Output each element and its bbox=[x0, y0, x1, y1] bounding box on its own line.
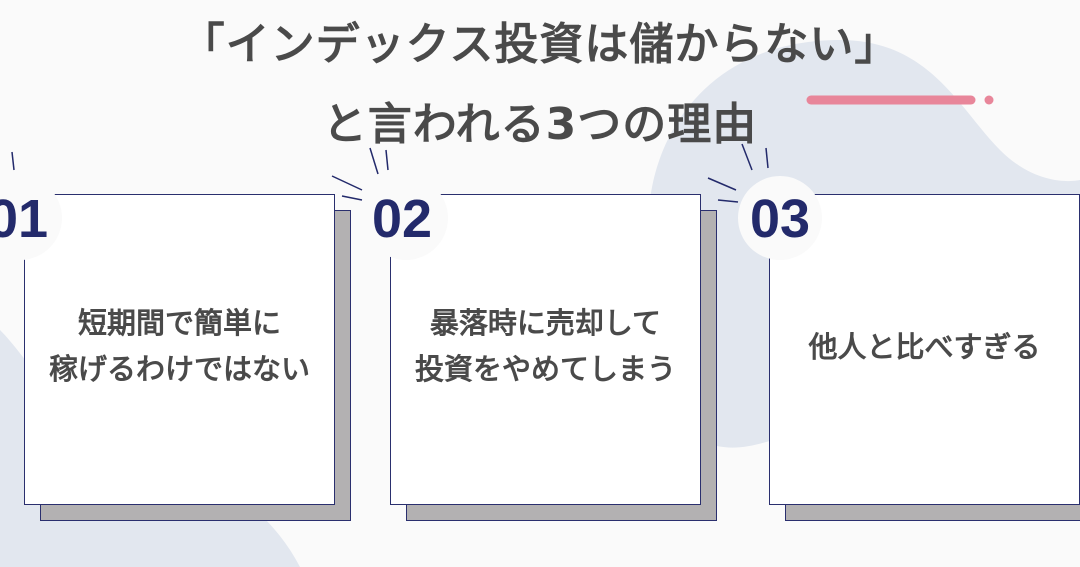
reason-card-2-line-2: 投資をやめてしまう bbox=[414, 352, 676, 386]
reason-card-1-text: 短期間で簡単に 稼げるわけではない bbox=[24, 300, 335, 392]
reason-card-3 bbox=[769, 194, 1080, 505]
burst-lines-1-icon bbox=[11, 151, 15, 171]
reason-card-3-text: 他人と比べすぎる bbox=[769, 324, 1080, 370]
reason-number-1: 01 bbox=[0, 189, 49, 249]
reason-card-1-line-2: 稼げるわけではない bbox=[48, 352, 310, 386]
reason-card-3-line-1: 他人と比べすぎる bbox=[808, 330, 1041, 364]
reason-badge-3 bbox=[738, 176, 822, 260]
burst-lines-2-icon bbox=[331, 147, 389, 201]
page-title-line-1: 「インデックス投資は儲からない」 bbox=[180, 19, 900, 70]
reason-card-2-line-1: 暴落時に売却して bbox=[429, 306, 662, 340]
reason-card-2-text: 暴落時に売却して 投資をやめてしまう bbox=[390, 300, 701, 392]
reason-card-1-line-1: 短期間で簡単に bbox=[77, 306, 281, 340]
reason-badge-2 bbox=[364, 176, 448, 260]
reason-number-2: 02 bbox=[372, 189, 433, 249]
reason-number-3: 03 bbox=[750, 189, 811, 249]
pink-accent-line bbox=[806, 95, 994, 105]
page-title-line-2: と言われる3つの理由 bbox=[322, 99, 758, 150]
reason-card-1 bbox=[24, 194, 335, 505]
burst-lines-3-icon bbox=[707, 143, 769, 203]
reason-card-2 bbox=[390, 194, 701, 505]
